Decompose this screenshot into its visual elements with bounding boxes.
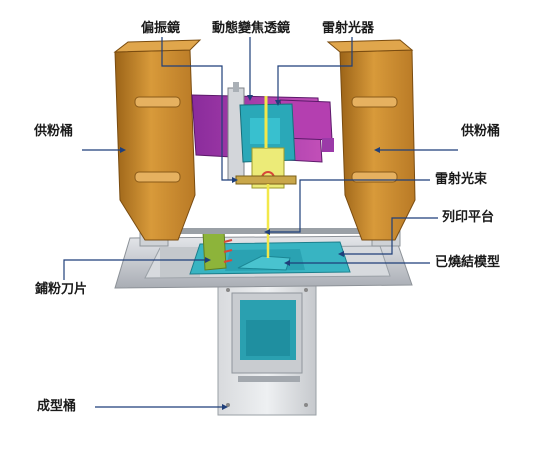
label-laser: 雷射光器 bbox=[322, 21, 375, 36]
label-dynamic-focus-lens: 動態變焦透鏡 bbox=[212, 21, 291, 36]
leader-lines bbox=[63, 37, 458, 408]
recoater-blade-shape bbox=[202, 229, 227, 271]
label-powder-feed-left: 供粉桶 bbox=[34, 124, 74, 139]
build-chamber bbox=[217, 279, 317, 416]
label-sintered-model: 已燒結模型 bbox=[435, 255, 501, 270]
label-polarizer: 偏振鏡 bbox=[141, 21, 181, 36]
powder-hopper-left bbox=[113, 39, 202, 241]
label-powder-feed-right: 供粉桶 bbox=[461, 124, 501, 139]
laser-beam-line bbox=[264, 96, 270, 258]
sintered-model-shape bbox=[237, 255, 291, 271]
label-laser-beam: 雷射光束 bbox=[435, 172, 488, 187]
label-build-platform: 列印平台 bbox=[442, 210, 495, 225]
leader-arrowheads bbox=[120, 95, 380, 410]
label-build-chamber: 成型桶 bbox=[37, 399, 77, 414]
optics-assembly bbox=[227, 82, 297, 189]
recoater-arrows bbox=[223, 239, 233, 263]
label-recoater-blade: 鋪粉刀片 bbox=[35, 282, 88, 297]
powder-hopper-right bbox=[326, 39, 416, 241]
